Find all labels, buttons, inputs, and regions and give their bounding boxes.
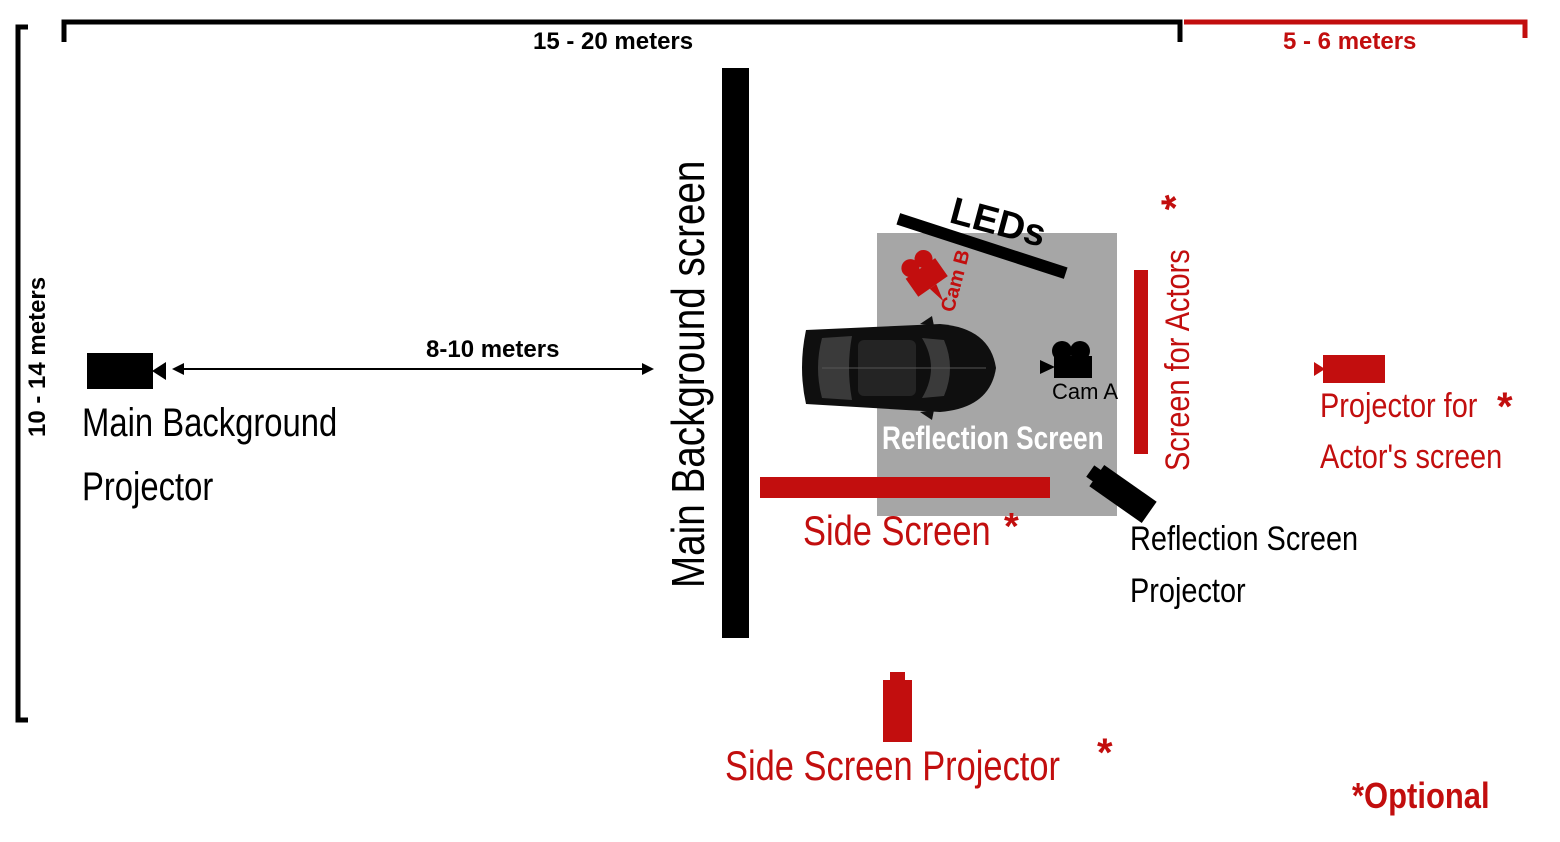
side-projector-label-text: Side Screen Projector — [725, 742, 1061, 789]
actor-projector-asterisk: * — [1497, 385, 1513, 429]
side-screen-label: Side Screen — [803, 510, 1032, 552]
optional-note: *Optional — [1352, 775, 1490, 816]
actor-projector-label-line2: Actor's screen — [1320, 438, 1503, 476]
cam-a-icon — [1040, 341, 1092, 378]
car-icon — [802, 316, 996, 420]
top-length-label: 15 - 20 meters — [533, 28, 694, 55]
side-screen-bar — [760, 477, 1050, 498]
led-bar — [896, 213, 1068, 279]
reflection-projector-label-line2: Projector — [1130, 572, 1246, 610]
side-projector-label: Side Screen Projector — [725, 745, 1134, 787]
distance-arrow — [172, 363, 654, 375]
main-projector-icon — [87, 353, 166, 389]
actor-projector-icon — [1314, 355, 1385, 383]
reflection-projector-label-line1: Reflection Screen — [1130, 520, 1359, 558]
main-background-screen-bar — [722, 68, 749, 638]
side-width-label: 10 - 14 meters — [24, 276, 51, 437]
reflection-screen-label: Reflection Screen — [882, 420, 1104, 456]
actor-screen-label: Screen for Actors * — [1154, 194, 1198, 471]
top-extra-label: 5 - 6 meters — [1283, 28, 1417, 55]
actor-screen-bar — [1134, 270, 1148, 454]
main-projector-label-line1: Main Background — [82, 401, 338, 445]
side-projector-asterisk: * — [1097, 731, 1113, 775]
side-screen-label-text: Side Screen — [803, 507, 991, 554]
top-extra-bracket — [1184, 19, 1528, 38]
side-screen-asterisk: * — [1004, 506, 1019, 548]
main-projector-label-line2: Projector — [82, 465, 214, 509]
reflection-projector-icon — [1086, 464, 1157, 524]
cam-b-icon — [901, 249, 948, 302]
top-length-bracket — [61, 19, 1183, 42]
main-screen-label-text: Main Background screen — [662, 160, 714, 588]
main-screen-label: Main Background screen — [662, 79, 714, 588]
cam-a-label: Cam A — [1052, 379, 1119, 404]
actor-screen-label-text: Screen for Actors — [1159, 249, 1197, 471]
side-width-bracket — [15, 24, 28, 723]
projector-distance-label: 8-10 meters — [426, 336, 560, 363]
side-projector-icon — [883, 672, 912, 742]
actor-projector-label-line1: Projector for — [1320, 387, 1478, 425]
actor-screen-asterisk: * — [1154, 194, 1198, 211]
